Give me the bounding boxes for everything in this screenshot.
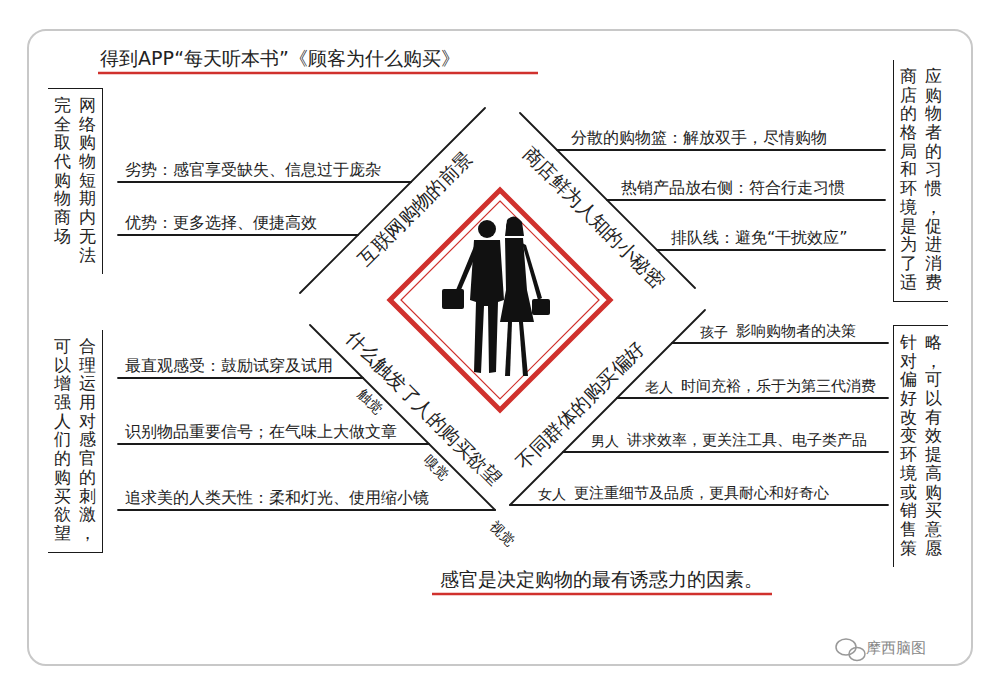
woman-hair: [505, 216, 524, 236]
woman-leg: [505, 322, 512, 376]
text-columns: 网络购物短期内无法完全取代购物商场: [54, 96, 96, 267]
sub-line: [617, 397, 888, 399]
sub-line: [657, 249, 885, 251]
sub-line: [672, 342, 888, 344]
chat-bubble: [849, 648, 865, 661]
chat-bubble: [836, 639, 856, 655]
vertical-note: 合理运用对感官的刺激，可以增强人们的购买欲望: [54, 337, 96, 545]
branch-item: 最直观感受：鼓励试穿及试用: [125, 356, 333, 376]
branch-lines: [118, 108, 888, 510]
title-underline: [98, 72, 538, 75]
watermark-icon: [836, 639, 865, 661]
sub-line: [118, 181, 411, 183]
woman-leg: [519, 322, 528, 376]
group-tag: 男人: [591, 433, 619, 450]
branch-item: 追求美的人类天性：柔和灯光、使用缩小镜: [125, 488, 429, 508]
branch-item: 优势：更多选择、便捷高效: [125, 213, 317, 233]
center-diamond-inner: [401, 201, 599, 399]
sense-tag: 嗅觉: [420, 452, 452, 484]
branch-item: 分散的购物篮：解放双手，尽情购物: [571, 128, 827, 148]
vertical-note: 针对偏好改变环境或销售策略，可以有效提高购买意愿: [900, 333, 942, 560]
vertical-note: 商店的格局和环境是为了适应购物者的习惯，促进消费: [900, 67, 942, 294]
group-tag: 女人: [538, 486, 566, 503]
sense-tag: 触觉: [354, 386, 386, 418]
sense-tag: 视觉: [486, 518, 518, 550]
branch-item: 劣势：感官享受缺失、信息过于庞杂: [125, 160, 381, 180]
sub-line: [118, 443, 429, 445]
title-text: 得到APP“每天听本书”《顾客为什么购买》: [100, 46, 460, 70]
branch-item: 识别物品重要信号；在气味上大做文章: [125, 422, 397, 442]
shopping-bag: [442, 289, 464, 309]
sub-line: [557, 149, 885, 151]
branch-item: 讲求效率，更关注工具、电子类产品: [627, 430, 867, 450]
vertical-note: 网络购物短期内无法完全取代购物商场: [54, 96, 96, 267]
text-columns: 针对偏好改变环境或销售策略，可以有效提高购买意愿: [900, 333, 942, 560]
note-bracket-box: 商店的格局和环境是为了适应购物者的习惯，促进消费: [893, 60, 948, 302]
sub-line: [118, 234, 358, 236]
sub-line: [563, 451, 888, 453]
sub-line: [510, 504, 888, 506]
branch-item: 时间充裕，乐于为第三代消费: [681, 376, 876, 396]
text-columns: 商店的格局和环境是为了适应购物者的习惯，促进消费: [900, 67, 942, 294]
watermark: 摩西脑图: [866, 639, 926, 657]
man-head: [478, 220, 496, 238]
branch-item: 影响购物者的决策: [736, 321, 856, 341]
shopping-bag: [532, 299, 550, 315]
woman-arm: [522, 243, 542, 300]
note-bracket-box: 合理运用对感官的刺激，可以增强人们的购买欲望: [48, 330, 103, 553]
caption-underline: [432, 593, 772, 596]
sub-line: [118, 377, 363, 379]
branch-item: 排队线：避免“干扰效应”: [671, 228, 848, 248]
shoppers-silhouette: [442, 216, 550, 376]
center-diamond: [390, 190, 610, 410]
text-columns: 合理运用对感官的刺激，可以增强人们的购买欲望: [54, 337, 96, 545]
branch-item: 热销产品放右侧：符合行走习惯: [621, 178, 845, 198]
note-bracket-box: 针对偏好改变环境或销售策略，可以有效提高购买意愿: [893, 325, 948, 567]
group-tag: 老人: [645, 379, 673, 396]
sub-line: [607, 199, 885, 201]
page-frame: [28, 30, 972, 665]
man-body: [470, 240, 504, 373]
branch-item: 更注重细节及品质，更具耐心和好奇心: [574, 483, 829, 503]
woman-dress: [500, 238, 534, 322]
man-arm: [456, 244, 479, 292]
sub-line: [118, 509, 495, 511]
caption-text: 感官是决定购物的最有诱惑力的因素。: [440, 567, 763, 591]
group-tag: 孩子: [700, 324, 728, 341]
note-bracket-box: 网络购物短期内无法完全取代购物商场: [48, 88, 103, 274]
